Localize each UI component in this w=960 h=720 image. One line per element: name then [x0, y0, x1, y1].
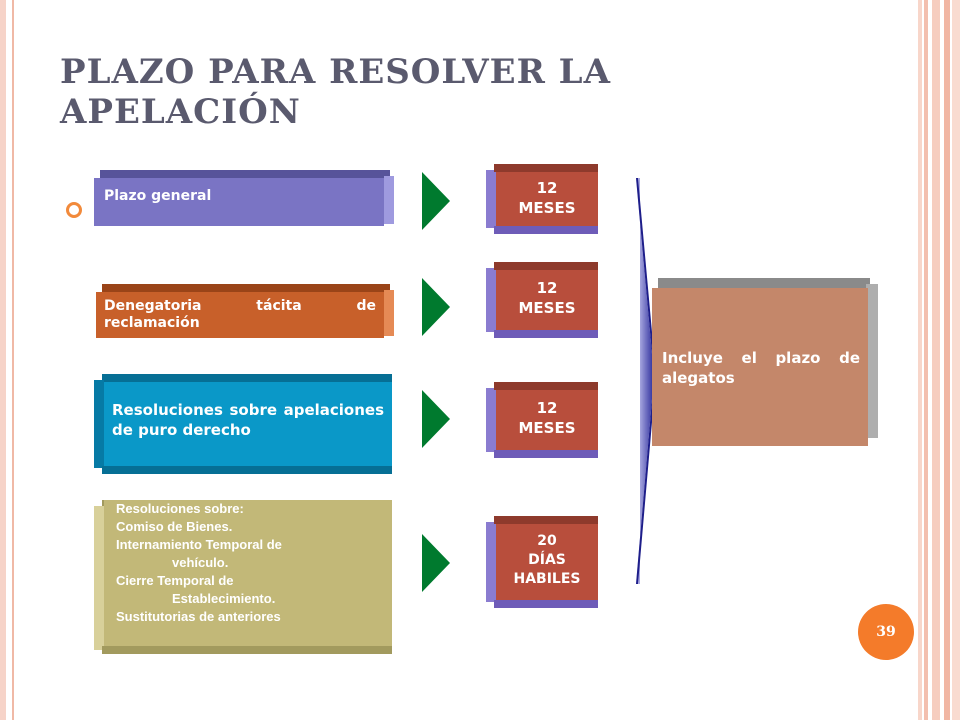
label-line-comiso: Comiso de Bienes. — [116, 519, 233, 534]
value-row-1-line1: 12 — [536, 179, 558, 197]
value-box-row-4: 20 DÍAS HABILES — [486, 516, 604, 610]
arrow-right-icon-row-1 — [422, 172, 450, 230]
right-frame-stripes — [918, 0, 960, 720]
value-row-4-line3: HABILES — [513, 571, 581, 587]
slide-title: PLAZO PARA RESOLVER LA APELACIÓN — [60, 52, 611, 132]
label-puro-derecho: Resoluciones sobre apelaciones de puro d… — [112, 401, 384, 439]
note-text: Incluye el plazo de alegatos — [662, 349, 860, 387]
label-line-internamiento: Internamiento Temporal de — [116, 537, 282, 552]
value-box-row-3: 12 MESES — [486, 382, 604, 462]
left-frame-border — [0, 0, 14, 720]
label-line-establecimiento: Establecimiento. — [172, 591, 276, 606]
arrow-right-icon-row-2 — [422, 278, 450, 336]
value-row-3-line1: 12 — [536, 399, 558, 417]
label-box-denegatoria: Denegatoria tácita de reclamación — [96, 284, 400, 340]
label-line-cierre: Cierre Temporal de — [116, 573, 234, 588]
label-box-plazo-general: Plazo general — [94, 170, 400, 228]
note-box-alegatos: Incluye el plazo de alegatos — [652, 278, 880, 448]
value-row-4-line1: 20 — [537, 533, 557, 549]
label-denegatoria: Denegatoria tácita de reclamación — [104, 298, 376, 331]
label-line-sustitutorias: Sustitutorias de anteriores — [116, 609, 281, 624]
label-line-resoluciones: Resoluciones sobre: — [116, 501, 244, 516]
page-number: 39 — [876, 624, 896, 640]
value-row-3-line2: MESES — [518, 419, 576, 437]
arrow-right-icon-row-3 — [422, 390, 450, 448]
value-row-2-line1: 12 — [536, 279, 558, 297]
label-line-vehiculo: vehículo. — [172, 555, 229, 570]
label-plazo-general: Plazo general — [104, 188, 212, 204]
value-row-4-line2: DÍAS — [528, 552, 566, 568]
page-number-badge: 39 — [858, 604, 914, 660]
arrow-right-icon-row-4 — [422, 534, 450, 592]
value-row-2-line2: MESES — [518, 299, 576, 317]
label-box-puro-derecho: Resoluciones sobre apelaciones de puro d… — [94, 374, 400, 474]
label-box-resoluciones-sobre: Resoluciones sobre: Comiso de Bienes. In… — [94, 500, 400, 656]
value-box-row-1: 12 MESES — [486, 164, 604, 236]
bracket-chevron-shape — [636, 178, 656, 584]
value-box-row-2: 12 MESES — [486, 262, 604, 342]
value-row-1-line2: MESES — [518, 199, 576, 217]
bullet-circle-icon — [66, 202, 82, 218]
